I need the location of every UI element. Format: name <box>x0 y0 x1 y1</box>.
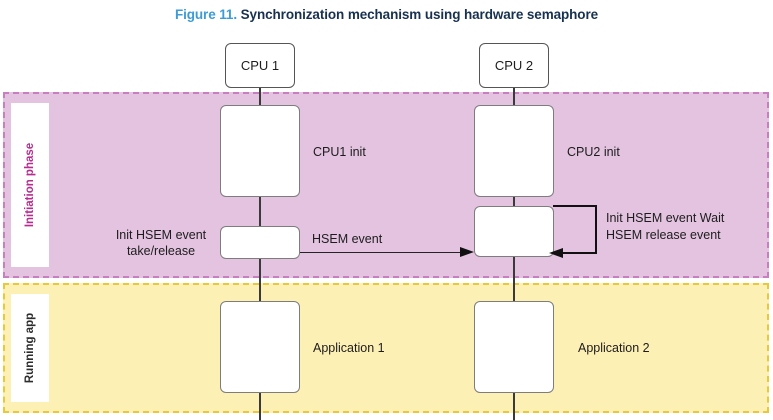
message-arrow-shaft <box>300 251 465 253</box>
self-loop-segment-top <box>553 205 597 207</box>
label-hsem-event: HSEM event <box>312 232 383 246</box>
band-label-initiation-phase-text: Initiation phase <box>24 142 36 228</box>
lifeline-head-cpu2-label: CPU 2 <box>494 58 534 73</box>
activation-cpu1-hsem <box>220 226 300 259</box>
label-cpu1-init: CPU1 init <box>313 145 366 159</box>
label-application-2: Application 2 <box>578 341 650 355</box>
label-cpu2-init: CPU2 init <box>567 145 620 159</box>
arrow-head-icon <box>460 246 474 257</box>
label-init-hsem-wait-release: Init HSEM event Wait HSEM release event <box>606 211 725 242</box>
figure-title: Figure 11. Synchronization mechanism usi… <box>0 7 773 22</box>
lifeline-head-cpu1-label: CPU 1 <box>240 58 280 73</box>
self-loop-segment-bottom <box>561 252 597 254</box>
band-label-running-app: Running app <box>11 294 49 402</box>
figure-caption: Synchronization mechanism using hardware… <box>240 7 599 22</box>
label-init-hsem-take-release: Init HSEM event take/release <box>115 228 207 258</box>
activation-cpu1-application <box>220 301 300 393</box>
self-loop-cpu2 <box>549 205 598 258</box>
band-initiation-phase <box>3 92 769 278</box>
message-arrow-hsem-event <box>300 246 474 257</box>
lifeline-head-cpu2: CPU 2 <box>479 43 549 88</box>
band-label-running-app-text: Running app <box>24 312 37 384</box>
self-loop-segment-right <box>595 205 597 254</box>
arrow-head-icon <box>549 247 563 258</box>
activation-cpu2-init <box>474 105 554 197</box>
figure-number: Figure 11. <box>174 7 237 22</box>
band-label-initiation-phase: Initiation phase <box>11 103 49 267</box>
band-running-app <box>3 283 769 413</box>
activation-cpu2-application <box>474 301 554 393</box>
label-application-1: Application 1 <box>313 341 385 355</box>
activation-cpu1-init <box>220 105 300 197</box>
lifeline-head-cpu1: CPU 1 <box>225 43 295 88</box>
activation-cpu2-hsem <box>474 206 554 257</box>
